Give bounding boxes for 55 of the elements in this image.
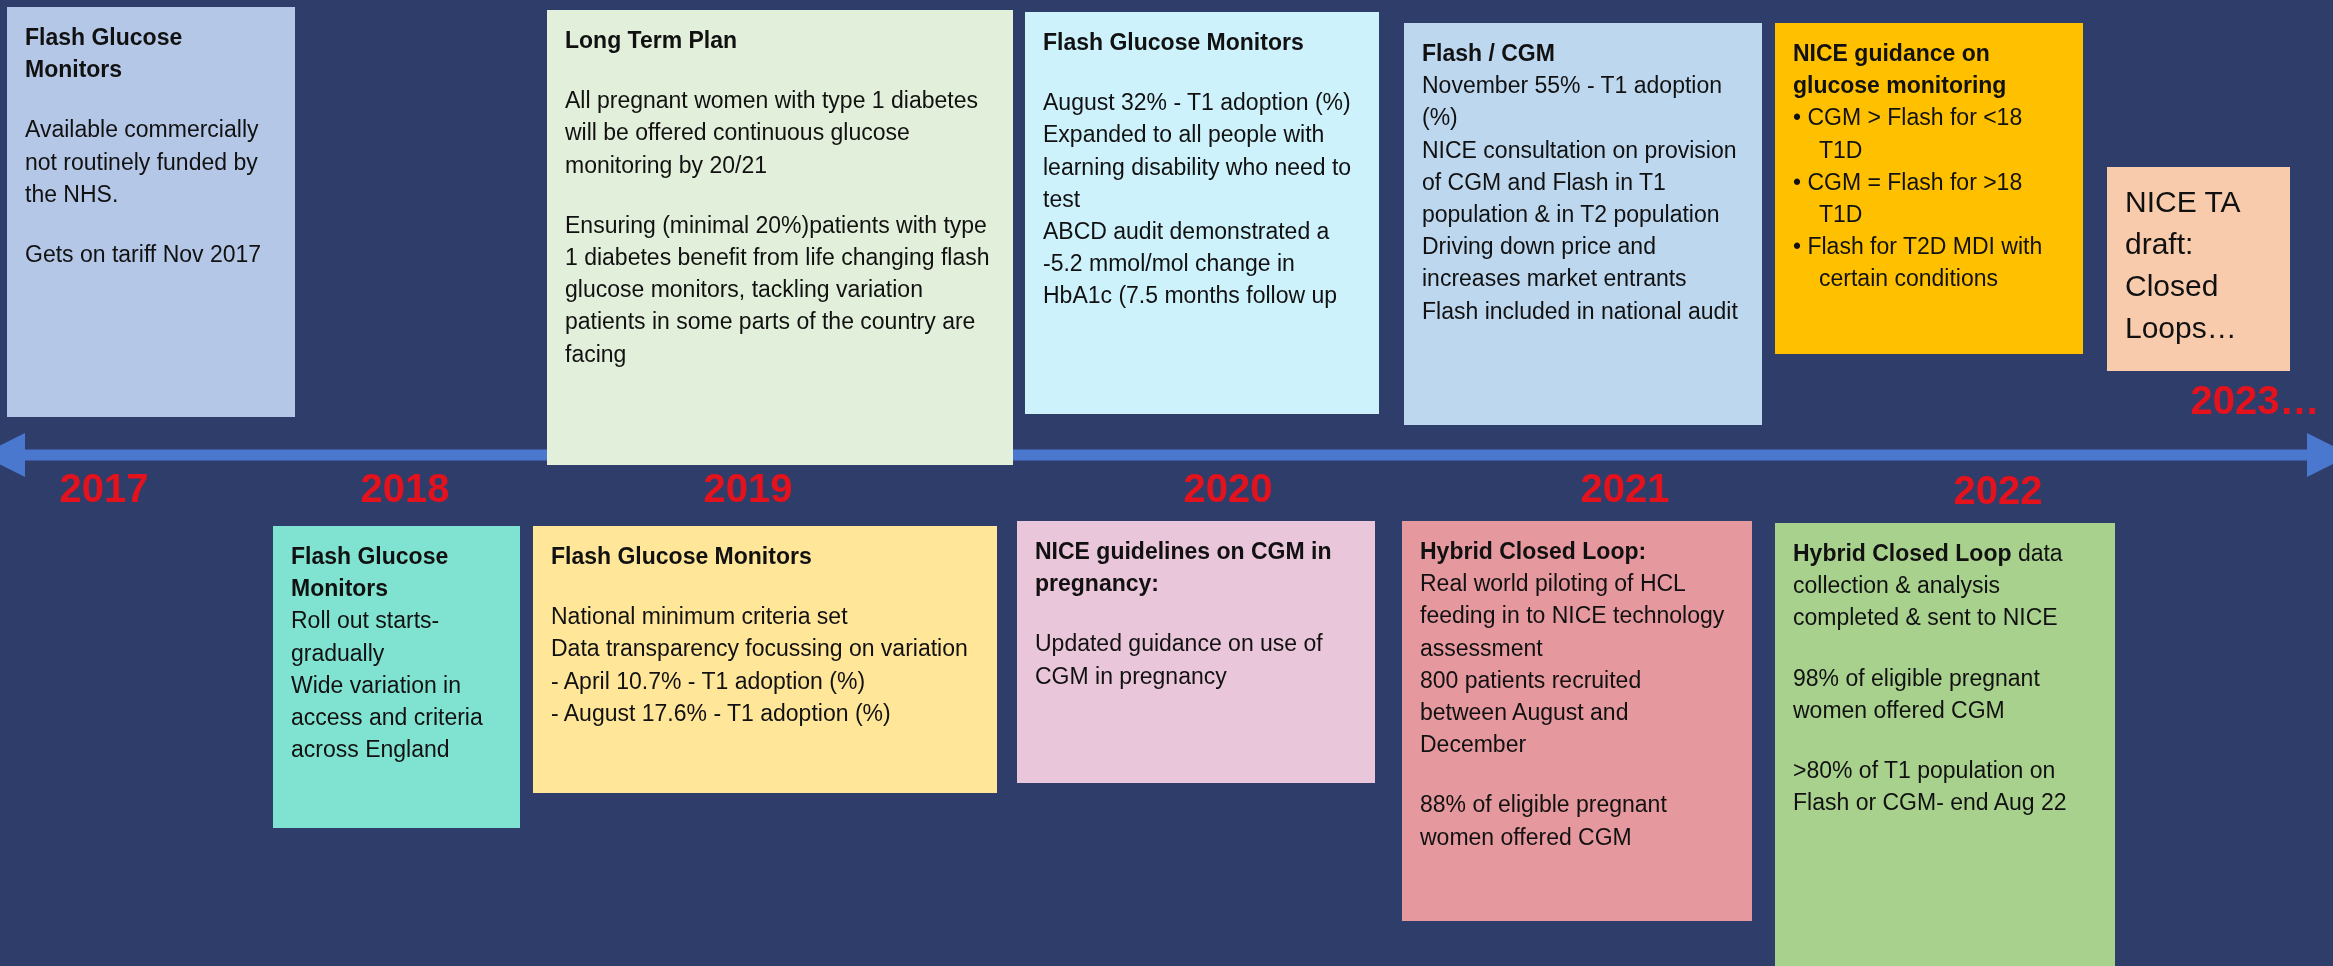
card-heading: NICE guidance on glucose monitoring [1793, 39, 2008, 101]
event-card [1775, 23, 2083, 354]
card-text: Ensuring (minimal 20%)patients with type 1 diabetes benefit from life changing flash glucose monitors, tackling variation patients in some parts of the country are facing [565, 210, 991, 369]
card-text: August 32% - T1 adoption (%) [1043, 88, 1352, 118]
card-text: NICE TA draft: Closed Loops… [2125, 184, 2241, 346]
card-heading: Flash Glucose Monitors [25, 23, 184, 85]
card-text: Updated guidance on use of CGM in pregnancy [1035, 629, 1324, 691]
card-heading: Flash / CGM [1422, 39, 1556, 68]
event-card [533, 526, 997, 793]
bullet-item: • CGM = Flash for >18 T1D [1793, 167, 2024, 229]
card-text: Available commercially not routinely funded by the NHS. [25, 115, 260, 209]
event-card [1025, 12, 1379, 414]
card-heading: Hybrid Closed Loop: [1420, 537, 1648, 566]
year-label: 2021 [1580, 465, 1670, 511]
card-text: Flash included in national audit [1422, 296, 1739, 326]
card-text: Driving down price and increases market entrants [1422, 232, 1688, 294]
card-text: Data transparency focussing on variation [551, 634, 969, 664]
card-text: - August 17.6% - T1 adoption (%) [551, 698, 892, 728]
year-label: 2019 [703, 465, 793, 511]
card-heading: Flash Glucose Monitors [291, 542, 450, 604]
event-card [2107, 167, 2290, 371]
card-text: All pregnant women with type 1 diabetes will be offered continuous glucose monitoring by 20/21 [565, 86, 979, 180]
card-text: Real world piloting of HCL feeding in to NICE technology assessment [1420, 569, 1726, 663]
event-card [1404, 23, 1762, 425]
bullet-item: • Flash for T2D MDI with certain conditions [1793, 232, 2044, 294]
card-heading: Long Term Plan [565, 26, 739, 55]
card-text: Gets on tariff Nov 2017 [25, 239, 263, 269]
card-text: Hybrid Closed Loop data collection & analysis completed & sent to NICE [1793, 539, 2064, 633]
card-text: 88% of eligible pregnant women offered CGM [1420, 790, 1668, 852]
card-text: November 55% - T1 adoption (%) [1422, 71, 1724, 133]
bullet-item: • CGM > Flash for <18 T1D [1793, 103, 2024, 165]
year-label: 2020 [1183, 465, 1273, 511]
year-label: 2023… [2190, 377, 2320, 423]
card-text: 800 patients recruited between August and December [1420, 665, 1643, 760]
card-text: - April 10.7% - T1 adoption (%) [551, 666, 867, 696]
year-label: 2017 [59, 465, 149, 511]
event-card [547, 10, 1013, 465]
card-text: 98% of eligible pregnant women offered CGM [1793, 663, 2041, 725]
card-heading: NICE guidelines on CGM in pregnancy: [1035, 537, 1333, 599]
card-text: Expanded to all people with learning disability who need to test [1043, 120, 1353, 214]
event-card [1402, 521, 1752, 921]
event-card [7, 7, 295, 417]
card-text: Roll out starts-gradually [291, 606, 441, 668]
card-heading: Flash Glucose Monitors [551, 542, 813, 571]
year-label: 2018 [360, 465, 450, 511]
event-card [1775, 523, 2115, 966]
event-card [273, 526, 520, 828]
card-text: ABCD audit demonstrated a -5.2 mmol/mol change in HbA1c (7.5 months follow up [1043, 216, 1339, 311]
event-card [1017, 521, 1375, 783]
card-text: >80% of T1 population on Flash or CGM- end Aug 22 [1793, 755, 2068, 818]
card-text: Wide variation in access and criteria across England [291, 670, 484, 765]
year-label: 2022 [1953, 467, 2043, 513]
card-text: NICE consultation on provision of CGM and Flash in T1 population & in T2 population [1422, 135, 1738, 229]
card-text: National minimum criteria set [551, 602, 849, 632]
card-heading: Flash Glucose Monitors [1043, 28, 1305, 57]
